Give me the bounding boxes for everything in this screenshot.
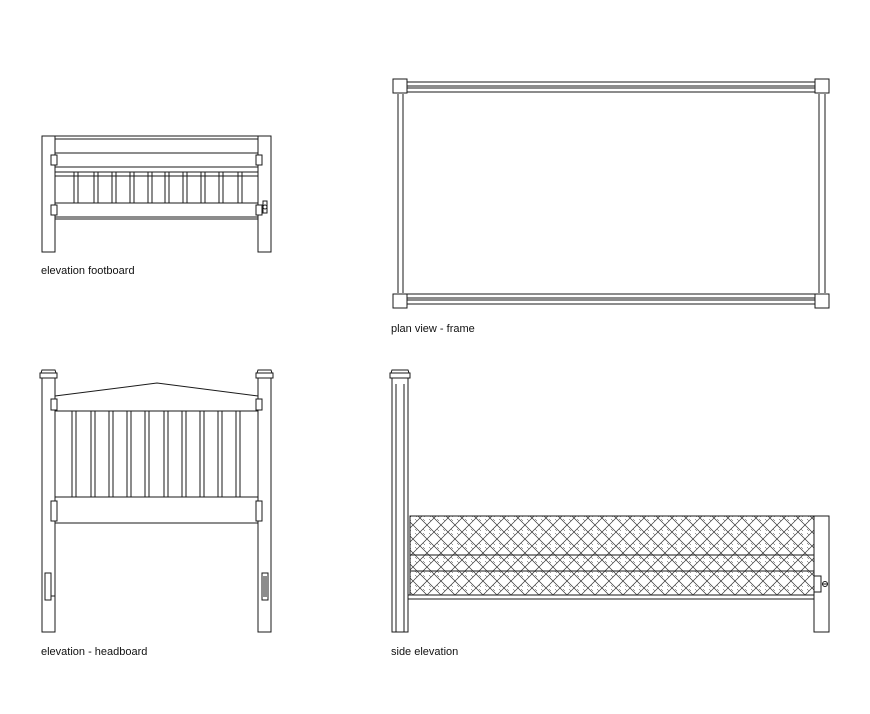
side-elevation [389,369,830,633]
right-post [257,135,272,253]
corner-post-tr [814,78,830,94]
plan-label: plan view - frame [391,323,475,335]
bottom-rail [54,496,259,524]
top-rail [54,152,259,168]
headboard-slats [71,411,241,497]
headboard-label: elevation - headboard [41,646,147,658]
footboard-elevation [41,135,272,253]
corner-post-tl [392,78,408,94]
bottom-rail [54,202,259,218]
side-rail [407,594,815,600]
plan-view-frame [392,78,830,309]
corner-post-br [814,293,830,309]
footboard-label: elevation footboard [41,265,135,277]
right-bracket [261,572,269,601]
headboard-elevation [39,369,274,633]
left-bracket [44,572,52,601]
headboard-crown [54,382,259,397]
headboard-post [391,376,409,633]
left-post [41,135,56,253]
footboard-slats [73,172,243,203]
side-label: side elevation [391,646,458,658]
footboard-post [813,515,830,633]
corner-post-bl [392,293,408,309]
